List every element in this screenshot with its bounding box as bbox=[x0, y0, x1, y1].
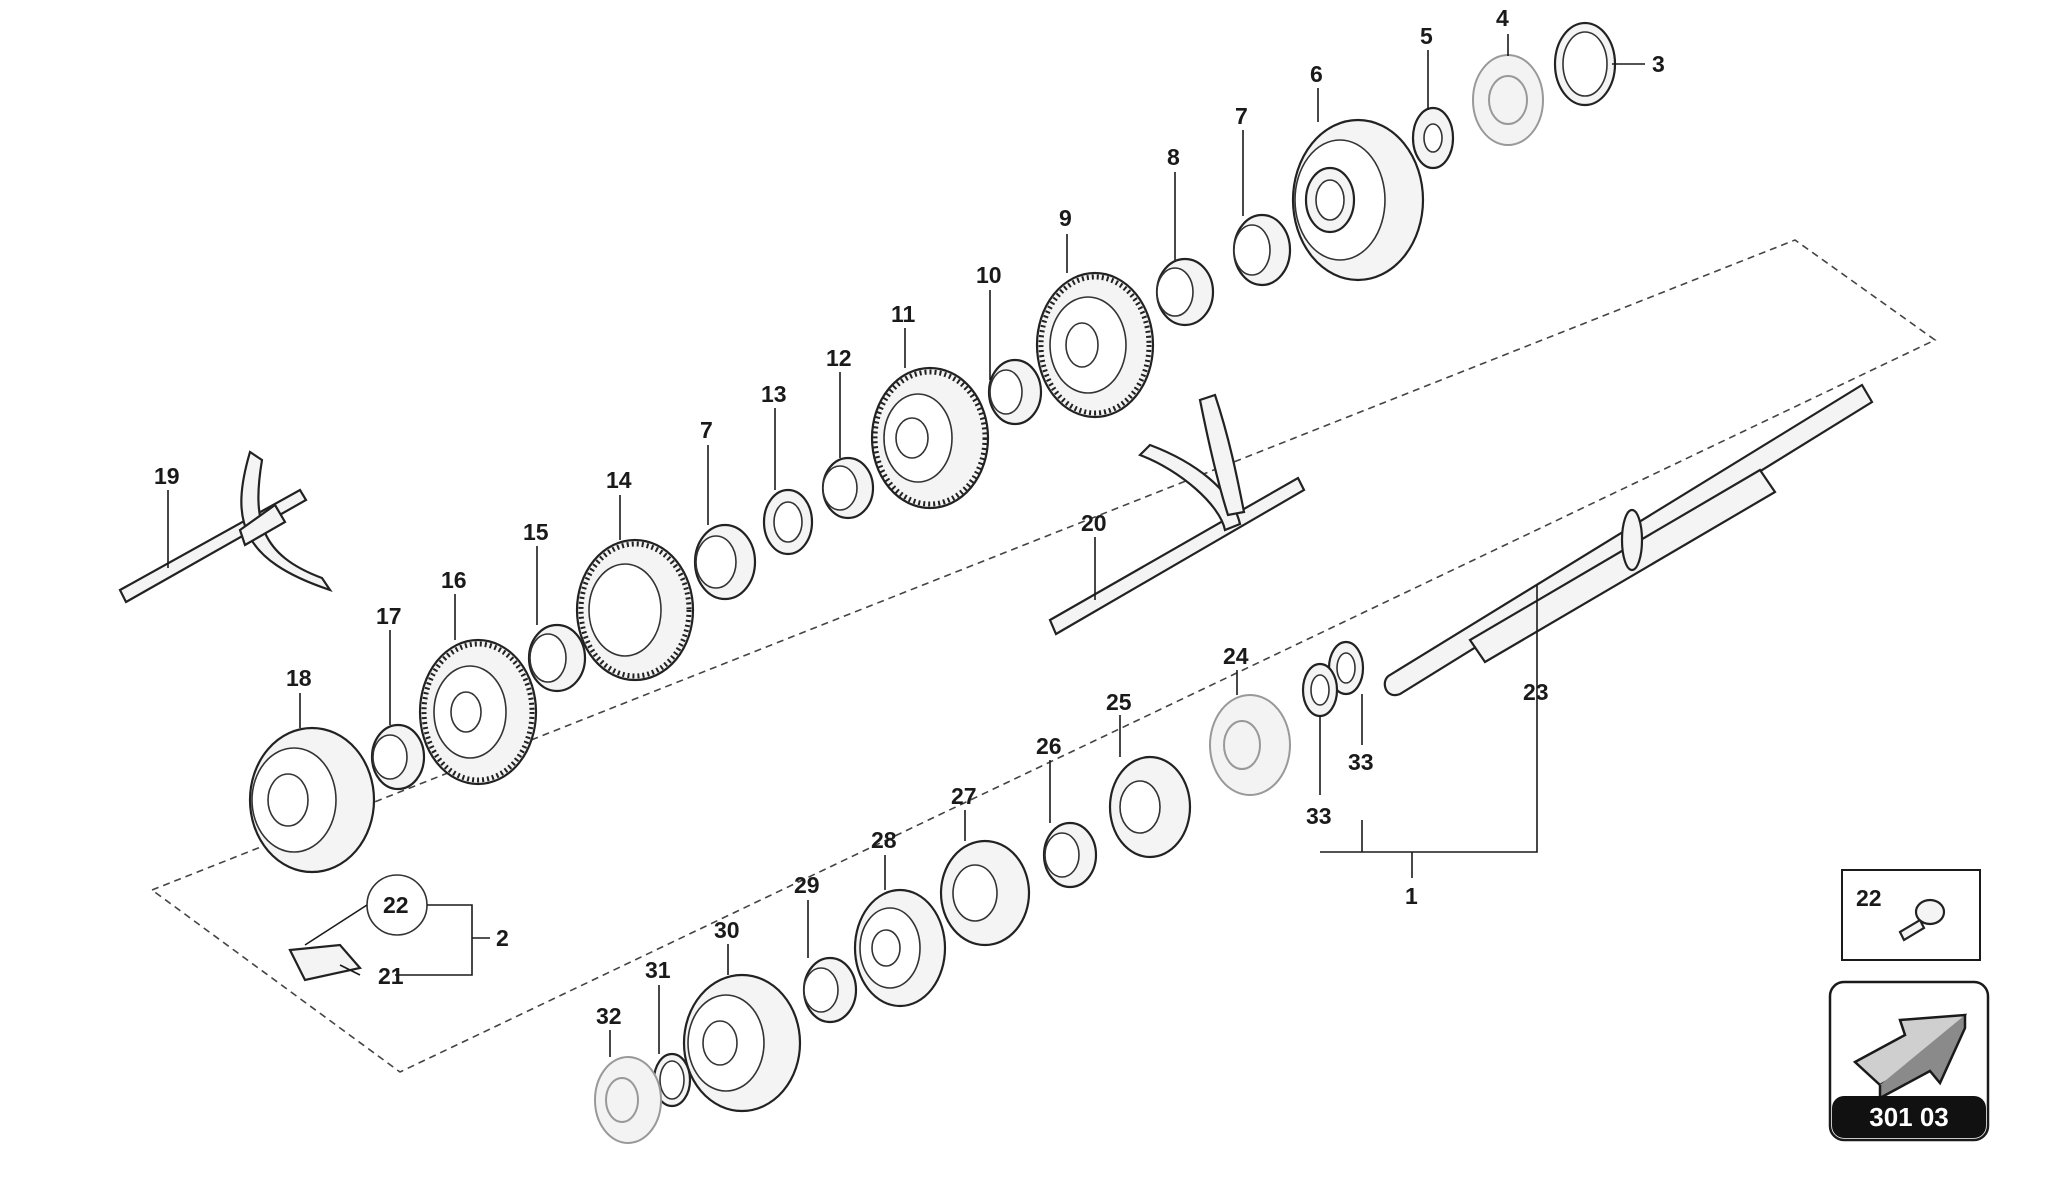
ring-part-31 bbox=[652, 1052, 692, 1108]
washer-part-13 bbox=[762, 488, 814, 556]
nav-badge[interactable]: 301 03 bbox=[1828, 980, 1990, 1142]
bushing-part-29 bbox=[802, 956, 858, 1024]
callout-23: 23 bbox=[1523, 679, 1549, 705]
callout-8: 8 bbox=[1167, 144, 1180, 170]
bearing-part-28 bbox=[853, 888, 947, 1008]
callout-2: 2 bbox=[496, 925, 509, 951]
callout-19: 19 bbox=[154, 463, 180, 489]
callout-18: 18 bbox=[286, 665, 312, 691]
detail-box-label: 22 bbox=[1856, 885, 1882, 911]
bearing-part-30 bbox=[682, 973, 802, 1113]
bushing-part-26 bbox=[1042, 821, 1098, 889]
callout-17: 17 bbox=[376, 603, 402, 629]
callout-7b: 7 bbox=[700, 417, 713, 443]
callout-numbers: 3 4 5 6 7 8 9 10 11 12 13 7 14 15 16 17 … bbox=[154, 5, 1665, 1029]
assembly-outline bbox=[151, 239, 1937, 1073]
callout-22: 22 bbox=[383, 892, 409, 918]
sleeve-part-7a bbox=[1232, 213, 1292, 287]
nav-badge-label: 301 03 bbox=[1869, 1102, 1949, 1132]
callout-10: 10 bbox=[976, 262, 1002, 288]
ring-part-17 bbox=[370, 723, 426, 791]
callout-5: 5 bbox=[1420, 23, 1433, 49]
callout-31: 31 bbox=[645, 957, 671, 983]
callout-1: 1 bbox=[1405, 883, 1418, 909]
bearing-part-6 bbox=[1291, 118, 1425, 282]
callout-32: 32 bbox=[596, 1003, 622, 1029]
main-shaft-part-23 bbox=[1383, 383, 1874, 697]
callout-11: 11 bbox=[891, 301, 916, 327]
detail-box-22: 22 bbox=[1841, 869, 1981, 961]
bolt-icon bbox=[1898, 898, 1946, 942]
callout-29: 29 bbox=[794, 872, 820, 898]
callout-9: 9 bbox=[1059, 205, 1072, 231]
bushing-part-8 bbox=[1155, 257, 1215, 327]
callout-3: 3 bbox=[1652, 51, 1665, 77]
callout-15: 15 bbox=[523, 519, 549, 545]
callout-27: 27 bbox=[951, 783, 977, 809]
callout-16: 16 bbox=[441, 567, 467, 593]
bearing-part-24 bbox=[1209, 694, 1291, 796]
bearing-part-27 bbox=[939, 839, 1031, 947]
bushing-part-15 bbox=[527, 623, 587, 693]
callout-4: 4 bbox=[1496, 5, 1509, 31]
callout-7a: 7 bbox=[1235, 103, 1248, 129]
callout-24: 24 bbox=[1223, 643, 1249, 669]
washer-part-33a bbox=[1327, 640, 1365, 696]
callout-28: 28 bbox=[871, 827, 897, 853]
gear-part-11 bbox=[870, 366, 990, 510]
leader-lines bbox=[167, 34, 1645, 1057]
bearing-part-32 bbox=[594, 1056, 662, 1144]
shift-fork-part-19 bbox=[118, 450, 333, 604]
callout-25: 25 bbox=[1106, 689, 1132, 715]
synchro-part-14 bbox=[575, 538, 695, 682]
bushing-part-10 bbox=[987, 358, 1043, 426]
callout-14: 14 bbox=[606, 467, 632, 493]
bearing-part-25 bbox=[1108, 755, 1192, 859]
ring-part-12 bbox=[821, 456, 875, 520]
snap-ring-part bbox=[1553, 21, 1617, 107]
gear-part-9 bbox=[1035, 271, 1155, 419]
callout-33b: 33 bbox=[1348, 749, 1374, 775]
callout-13: 13 bbox=[761, 381, 787, 407]
sleeve-part-7b bbox=[693, 523, 757, 601]
callout-20: 20 bbox=[1081, 510, 1107, 536]
arrow-icon bbox=[1852, 1013, 1968, 1101]
washer-part-33b bbox=[1301, 662, 1339, 718]
callout-30: 30 bbox=[714, 917, 740, 943]
callout-21: 21 bbox=[378, 963, 404, 989]
gear-part-16 bbox=[418, 638, 538, 786]
callout-33a: 33 bbox=[1306, 803, 1332, 829]
shift-rod-part-20 bbox=[1048, 393, 1306, 636]
bearing-part-18 bbox=[248, 726, 376, 874]
callout-6: 6 bbox=[1310, 61, 1323, 87]
washer-part-5 bbox=[1411, 106, 1455, 170]
lock-plate-part-21 bbox=[288, 943, 363, 982]
bearing-part-4 bbox=[1472, 54, 1544, 146]
callout-12: 12 bbox=[826, 345, 852, 371]
callout-26: 26 bbox=[1036, 733, 1062, 759]
